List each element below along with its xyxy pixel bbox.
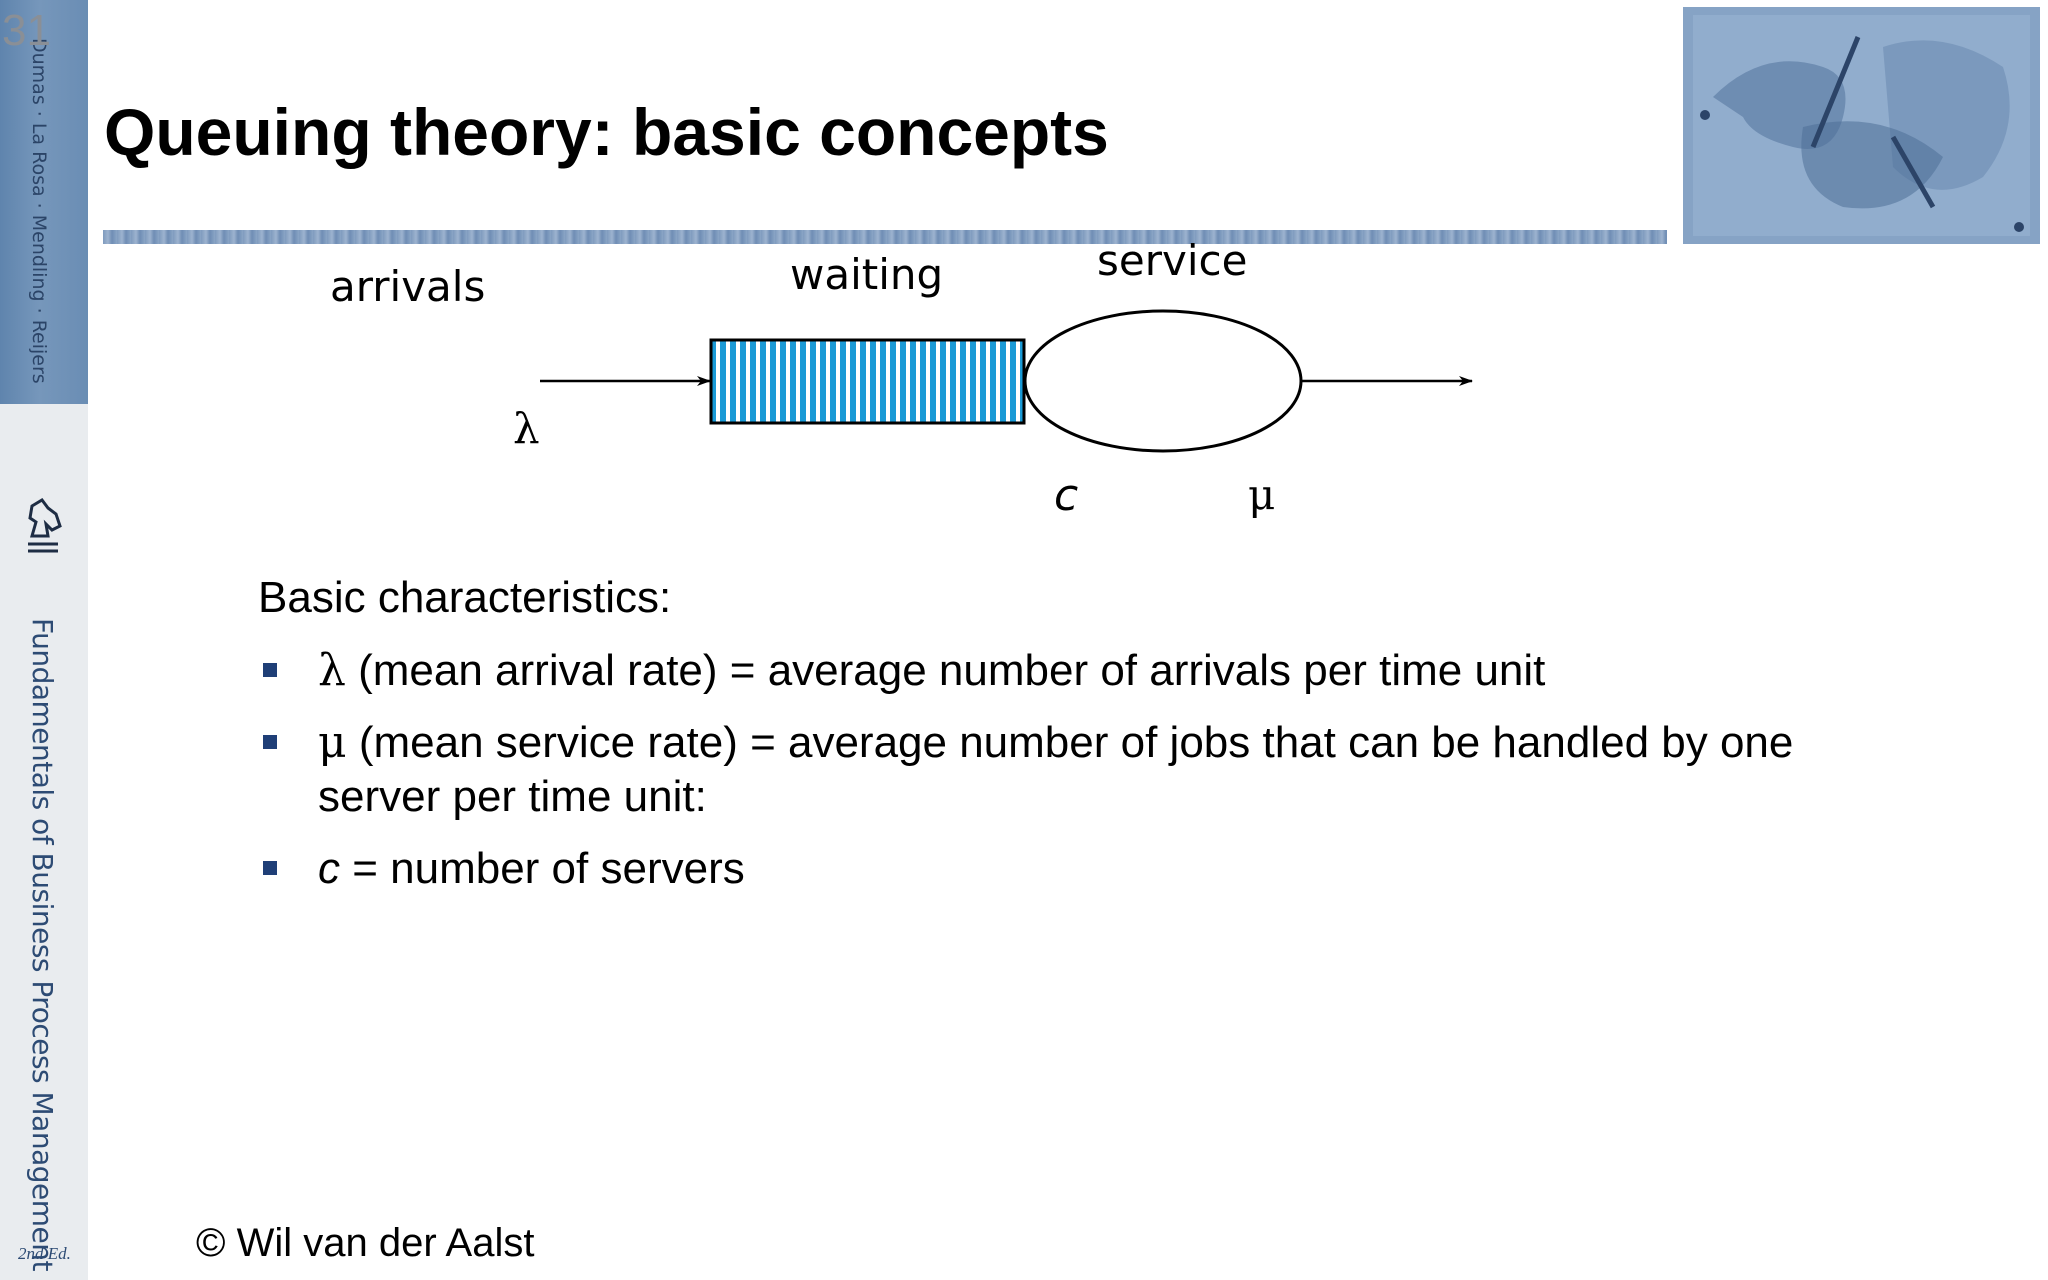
slide-number: 31	[2, 6, 51, 55]
arrivals-label: arrivals	[330, 262, 486, 311]
lambda-symbol: λ	[513, 404, 540, 453]
mu-symbol: μ	[1248, 470, 1276, 519]
service-label: service	[1097, 236, 1248, 285]
drawing-hands-image	[1683, 7, 2040, 244]
waiting-label: waiting	[790, 250, 944, 299]
servers-symbol: c	[1054, 470, 1079, 521]
drawing-hands-illustration-icon	[1683, 7, 2040, 244]
bullet-square-icon	[263, 663, 277, 677]
bullet-square-icon	[263, 861, 277, 875]
spine-authors-text: Dumas · La Rosa · Mendling · Reijers	[28, 38, 50, 384]
bullet-symbol: c	[318, 844, 340, 893]
bullet-symbol: μ	[318, 717, 347, 768]
copyright-footer: © Wil van der Aalst	[196, 1221, 535, 1265]
queue-diagram: arrivals waiting service λ c μ	[0, 0, 2048, 560]
spine-edition-text: 2nd Ed.	[18, 1244, 71, 1263]
bullet-symbol: λ	[318, 645, 346, 696]
service-ellipse	[1023, 309, 1303, 453]
bullet-square-icon	[263, 735, 277, 749]
bullet-text: (mean service rate) = average number of …	[318, 718, 1794, 821]
bullet-text: (mean arrival rate) = average number of …	[345, 646, 1546, 695]
bullet-text: = number of servers	[340, 844, 745, 893]
book-spine-sidebar: Dumas · La Rosa · Mendling · Reijers Fun…	[0, 0, 88, 1280]
spine-top-band	[0, 0, 88, 404]
chess-knight-logo-icon	[28, 498, 62, 553]
characteristics-heading: Basic characteristics:	[258, 573, 672, 622]
spine-book-title: Fundamentals of Business Process Managem…	[26, 618, 59, 1271]
waiting-queue-box	[709, 338, 1026, 425]
slide-title: Queuing theory: basic concepts	[104, 95, 1109, 169]
title-divider	[103, 230, 1667, 244]
queue-diagram-graphic	[540, 309, 1473, 453]
